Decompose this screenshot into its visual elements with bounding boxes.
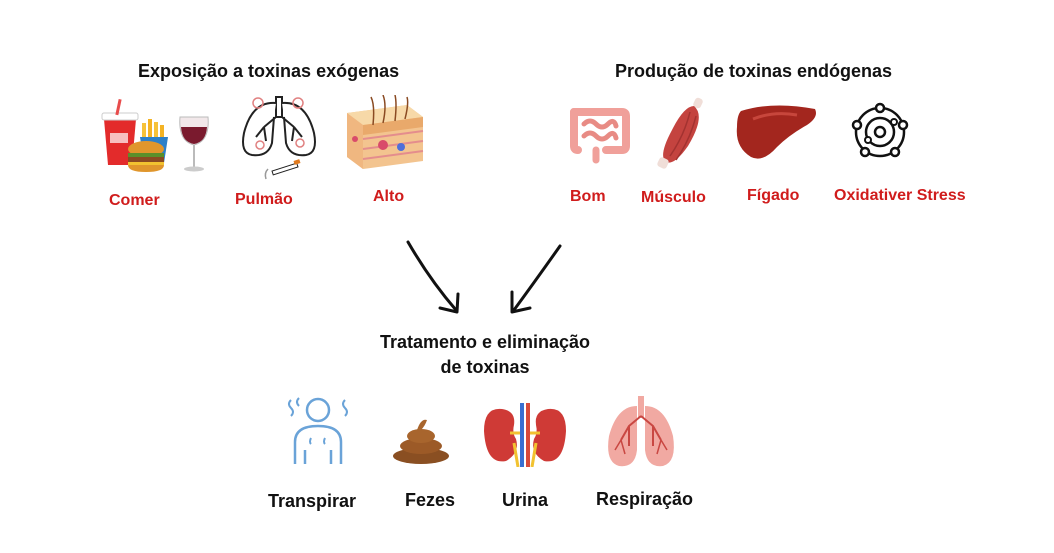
smoker-lungs-icon xyxy=(238,93,322,183)
fast-food-icon xyxy=(100,97,215,175)
right-arrow-icon xyxy=(502,240,568,320)
center-title-line1: Tratamento e eliminação xyxy=(379,332,591,352)
liver-icon xyxy=(733,101,819,165)
label-oxidative-stress: Oxidativer Stress xyxy=(834,187,966,204)
label-pulmao: Pulmão xyxy=(235,191,293,208)
label-transpirar: Transpirar xyxy=(268,491,357,511)
exogenous-title: Exposição a toxinas exógenas xyxy=(138,61,400,81)
skin-layers-icon xyxy=(343,95,427,171)
center-title: Tratamento e eliminação de toxinas xyxy=(345,330,625,380)
label-respiracao: Respiração xyxy=(596,489,694,509)
lungs-icon xyxy=(603,396,679,472)
label-alto: Alto xyxy=(373,188,405,205)
intestine-icon xyxy=(566,102,630,166)
label-bom: Bom xyxy=(570,188,606,205)
feces-icon xyxy=(391,416,451,466)
center-title-line2: de toxinas xyxy=(440,357,530,377)
kidneys-icon xyxy=(480,403,570,467)
endogenous-title: Produção de toxinas endógenas xyxy=(615,61,893,81)
label-figado: Fígado xyxy=(747,187,800,204)
label-musculo: Músculo xyxy=(641,189,706,206)
label-fezes: Fezes xyxy=(405,490,456,510)
label-urina: Urina xyxy=(502,490,549,510)
label-comer: Comer xyxy=(109,192,160,209)
left-arrow-icon xyxy=(400,236,470,320)
sweating-person-icon xyxy=(285,394,351,466)
muscle-icon xyxy=(654,96,710,170)
oxidative-stress-icon xyxy=(848,100,912,164)
